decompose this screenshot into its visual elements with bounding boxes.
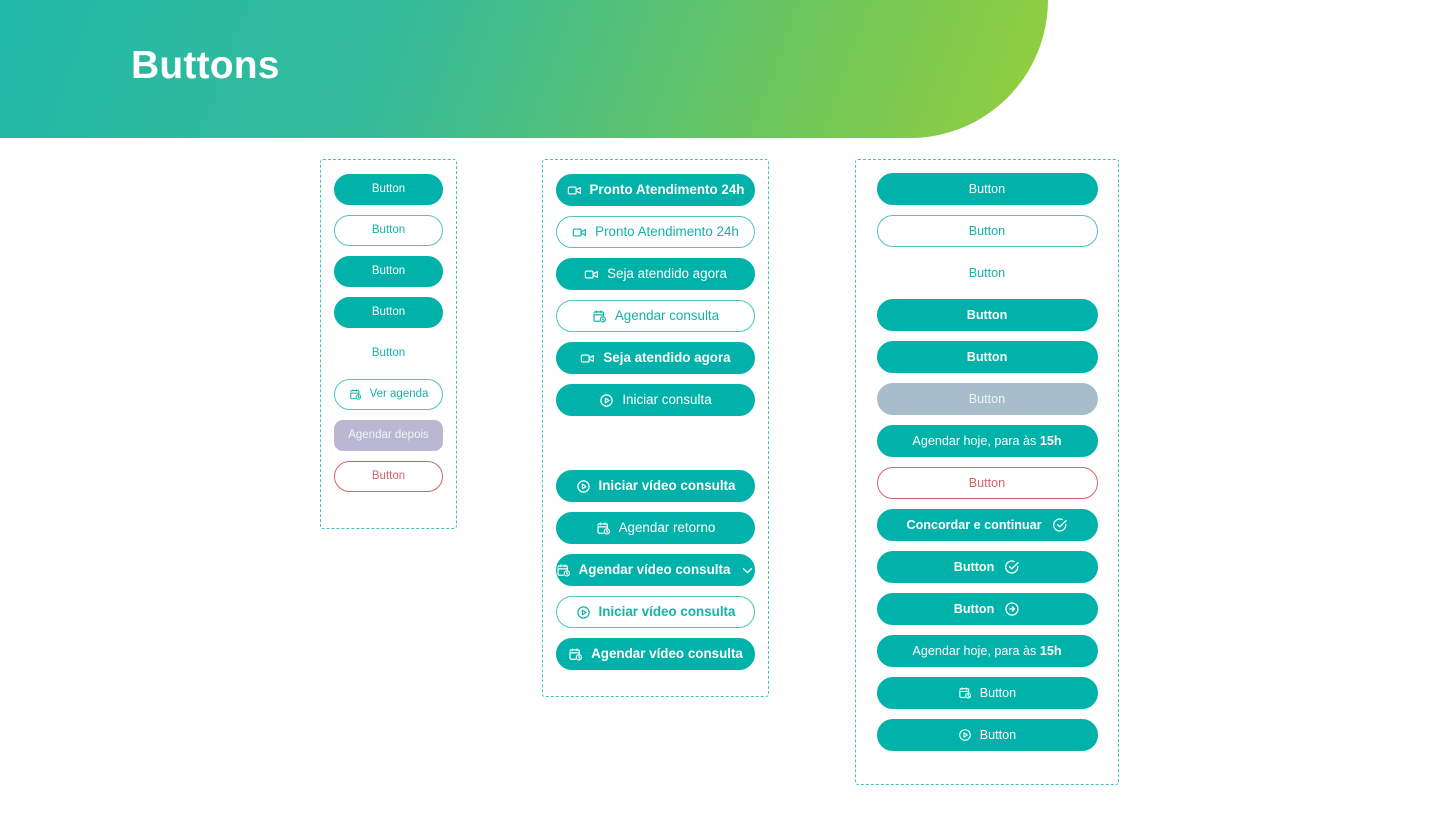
button-1-1[interactable]: Button: [334, 174, 443, 205]
button-3-12[interactable]: Agendar hoje, para às 15h: [876, 635, 1098, 667]
button-2-11[interactable]: Iniciar vídeo consulta: [556, 596, 755, 628]
button-label: Button: [371, 469, 406, 482]
play-circle-icon: [958, 728, 972, 742]
button-2-5[interactable]: Seja atendido agora: [556, 342, 755, 374]
button-3-5[interactable]: Button: [876, 341, 1098, 373]
button-2-8[interactable]: Iniciar vídeo consulta: [556, 470, 755, 502]
button-3-1[interactable]: Button: [876, 173, 1098, 205]
button-2-1[interactable]: Pronto Atendimento 24h: [556, 174, 755, 206]
button-label: Button: [979, 727, 1017, 742]
button-label: Iniciar vídeo consulta: [598, 604, 736, 620]
video-camera-icon: [572, 225, 587, 240]
button-3-14[interactable]: Button: [876, 719, 1098, 751]
button-2-4[interactable]: Agendar consulta: [556, 300, 755, 332]
button-label: Button: [968, 181, 1006, 196]
button-3-9[interactable]: Concordar e continuar: [876, 509, 1098, 541]
button-label: Agendar retorno: [618, 520, 716, 536]
calendar-clock-icon: [958, 686, 972, 700]
check-circle-icon: [1052, 517, 1068, 533]
button-label: Button: [968, 223, 1006, 238]
button-3-2[interactable]: Button: [876, 215, 1098, 247]
button-3-6: Button: [876, 383, 1098, 415]
button-2-2[interactable]: Pronto Atendimento 24h: [556, 216, 755, 248]
button-label: Button: [968, 475, 1006, 490]
button-2-10[interactable]: Agendar vídeo consulta: [556, 554, 755, 586]
button-label: Agendar hoje, para às 15h: [912, 643, 1062, 658]
button-label: Ver agenda: [369, 387, 429, 400]
button-label: Agendar vídeo consulta: [591, 646, 743, 662]
calendar-clock-icon: [556, 563, 571, 578]
button-1-4[interactable]: Button: [334, 297, 443, 328]
button-label-emphasis: 15h: [1039, 643, 1062, 658]
button-label: Button: [968, 265, 1006, 280]
button-1-7[interactable]: Agendar depois: [334, 420, 443, 451]
calendar-clock-icon: [592, 309, 607, 324]
play-circle-icon: [576, 605, 591, 620]
button-label: Pronto Atendimento 24h: [589, 182, 745, 198]
button-label: Pronto Atendimento 24h: [595, 224, 739, 240]
button-2-9[interactable]: Agendar retorno: [556, 512, 755, 544]
button-2-6[interactable]: Iniciar consulta: [556, 384, 755, 416]
button-label: Button: [953, 601, 995, 616]
button-3-10[interactable]: Button: [876, 551, 1098, 583]
button-label: Agendar consulta: [614, 308, 720, 324]
video-camera-icon: [567, 183, 582, 198]
button-3-8[interactable]: Button: [876, 467, 1098, 499]
button-3-3[interactable]: Button: [877, 257, 1098, 289]
button-1-8[interactable]: Button: [334, 461, 443, 492]
button-1-2[interactable]: Button: [334, 215, 443, 246]
button-label: Button: [371, 264, 406, 277]
button-3-11[interactable]: Button: [876, 593, 1098, 625]
button-label: Agendar vídeo consulta: [578, 562, 731, 578]
button-label: Button: [371, 223, 406, 236]
button-label: Agendar depois: [348, 428, 429, 441]
button-label: Concordar e continuar: [906, 517, 1042, 532]
button-label: Button: [968, 391, 1006, 406]
play-circle-icon: [576, 479, 591, 494]
check-circle-icon: [1004, 559, 1020, 575]
button-3-13[interactable]: Button: [876, 677, 1098, 709]
arrow-right-circle-icon: [1004, 601, 1020, 617]
button-label: Button: [371, 305, 406, 318]
button-label: Button: [371, 346, 406, 359]
video-camera-icon: [580, 351, 595, 366]
calendar-clock-icon: [349, 388, 362, 401]
button-label: Iniciar vídeo consulta: [598, 478, 736, 494]
page-title: Buttons: [131, 44, 280, 87]
calendar-clock-icon: [596, 521, 611, 536]
button-3-4[interactable]: Button: [876, 299, 1098, 331]
button-label: Agendar hoje, para às 15h: [912, 433, 1062, 448]
button-label: Button: [953, 559, 995, 574]
button-label: Button: [979, 685, 1017, 700]
button-label: Seja atendido agora: [607, 266, 727, 282]
button-label: Button: [966, 349, 1008, 364]
button-label: Seja atendido agora: [603, 350, 731, 366]
button-label-emphasis: 15h: [1039, 433, 1062, 448]
group-spacer: [543, 426, 768, 460]
button-2-12[interactable]: Agendar vídeo consulta: [556, 638, 755, 670]
button-2-3[interactable]: Seja atendido agora: [556, 258, 755, 290]
button-3-7[interactable]: Agendar hoje, para às 15h: [876, 425, 1098, 457]
chevron-down-icon: [740, 563, 755, 578]
button-1-6[interactable]: Ver agenda: [334, 379, 443, 410]
button-label: Button: [966, 307, 1008, 322]
button-1-3[interactable]: Button: [334, 256, 443, 287]
button-1-5[interactable]: Button: [334, 338, 443, 369]
button-label: Iniciar consulta: [622, 392, 712, 408]
play-circle-icon: [599, 393, 614, 408]
video-camera-icon: [584, 267, 599, 282]
calendar-clock-icon: [568, 647, 583, 662]
button-label: Button: [371, 182, 406, 195]
page-header-banner: Buttons: [0, 0, 1048, 138]
